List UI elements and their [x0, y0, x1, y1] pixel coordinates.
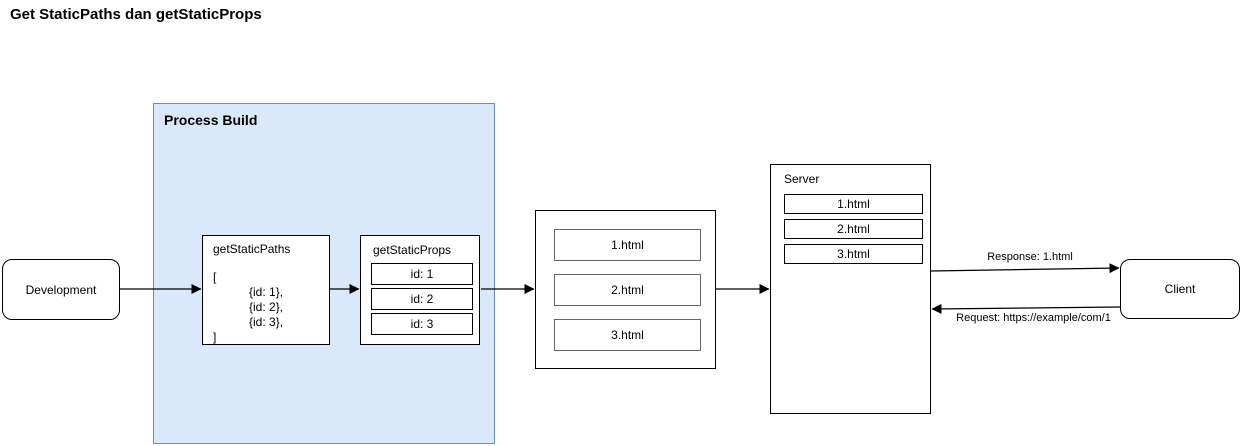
- server-box: Server 1.html 2.html 3.html: [770, 164, 931, 414]
- request-edge-label: Request: https://example/com/1: [956, 312, 1111, 324]
- get-static-props-box: getStaticProps id: 1 id: 2 id: 3: [360, 235, 480, 345]
- get-static-props-title: getStaticProps: [373, 243, 452, 257]
- server-title: Server: [784, 172, 820, 186]
- server-html-file-box: 2.html: [784, 219, 923, 239]
- code-line-entry: {id: 3},: [249, 315, 284, 329]
- html-file-box: 2.html: [554, 274, 701, 306]
- get-static-paths-code: [ {id: 1}, {id: 2}, {id: 3}, ]: [213, 270, 283, 345]
- client-node: Client: [1120, 259, 1240, 319]
- server-html-file-box: 3.html: [784, 244, 923, 264]
- code-line-entry: {id: 1},: [249, 285, 284, 299]
- id-box: id: 1: [371, 263, 473, 285]
- page-title: Get StaticPaths dan getStaticProps: [10, 6, 262, 23]
- html-file-box: 1.html: [554, 229, 701, 261]
- code-line-entry: {id: 2},: [249, 300, 284, 314]
- server-html-file-box: 1.html: [784, 194, 923, 214]
- html-file-box: 3.html: [554, 319, 701, 351]
- development-label: Development: [25, 282, 97, 297]
- build-output-box: 1.html 2.html 3.html: [535, 210, 716, 369]
- client-label: Client: [1164, 282, 1196, 296]
- edge-request-client-to-server: [931, 303, 1121, 314]
- development-node: Development: [2, 259, 120, 320]
- response-edge-label: Response: 1.html: [987, 251, 1073, 263]
- edge-response-server-to-client: [930, 263, 1120, 274]
- id-box: id: 2: [371, 288, 473, 310]
- process-build-label: Process Build: [164, 112, 258, 128]
- get-static-paths-title: getStaticPaths: [213, 242, 291, 256]
- code-line-bracket-close: ]: [213, 330, 217, 344]
- get-static-paths-box: getStaticPaths [ {id: 1}, {id: 2}, {id: …: [202, 235, 330, 345]
- code-line-bracket-open: [: [213, 270, 217, 284]
- id-box: id: 3: [371, 313, 473, 335]
